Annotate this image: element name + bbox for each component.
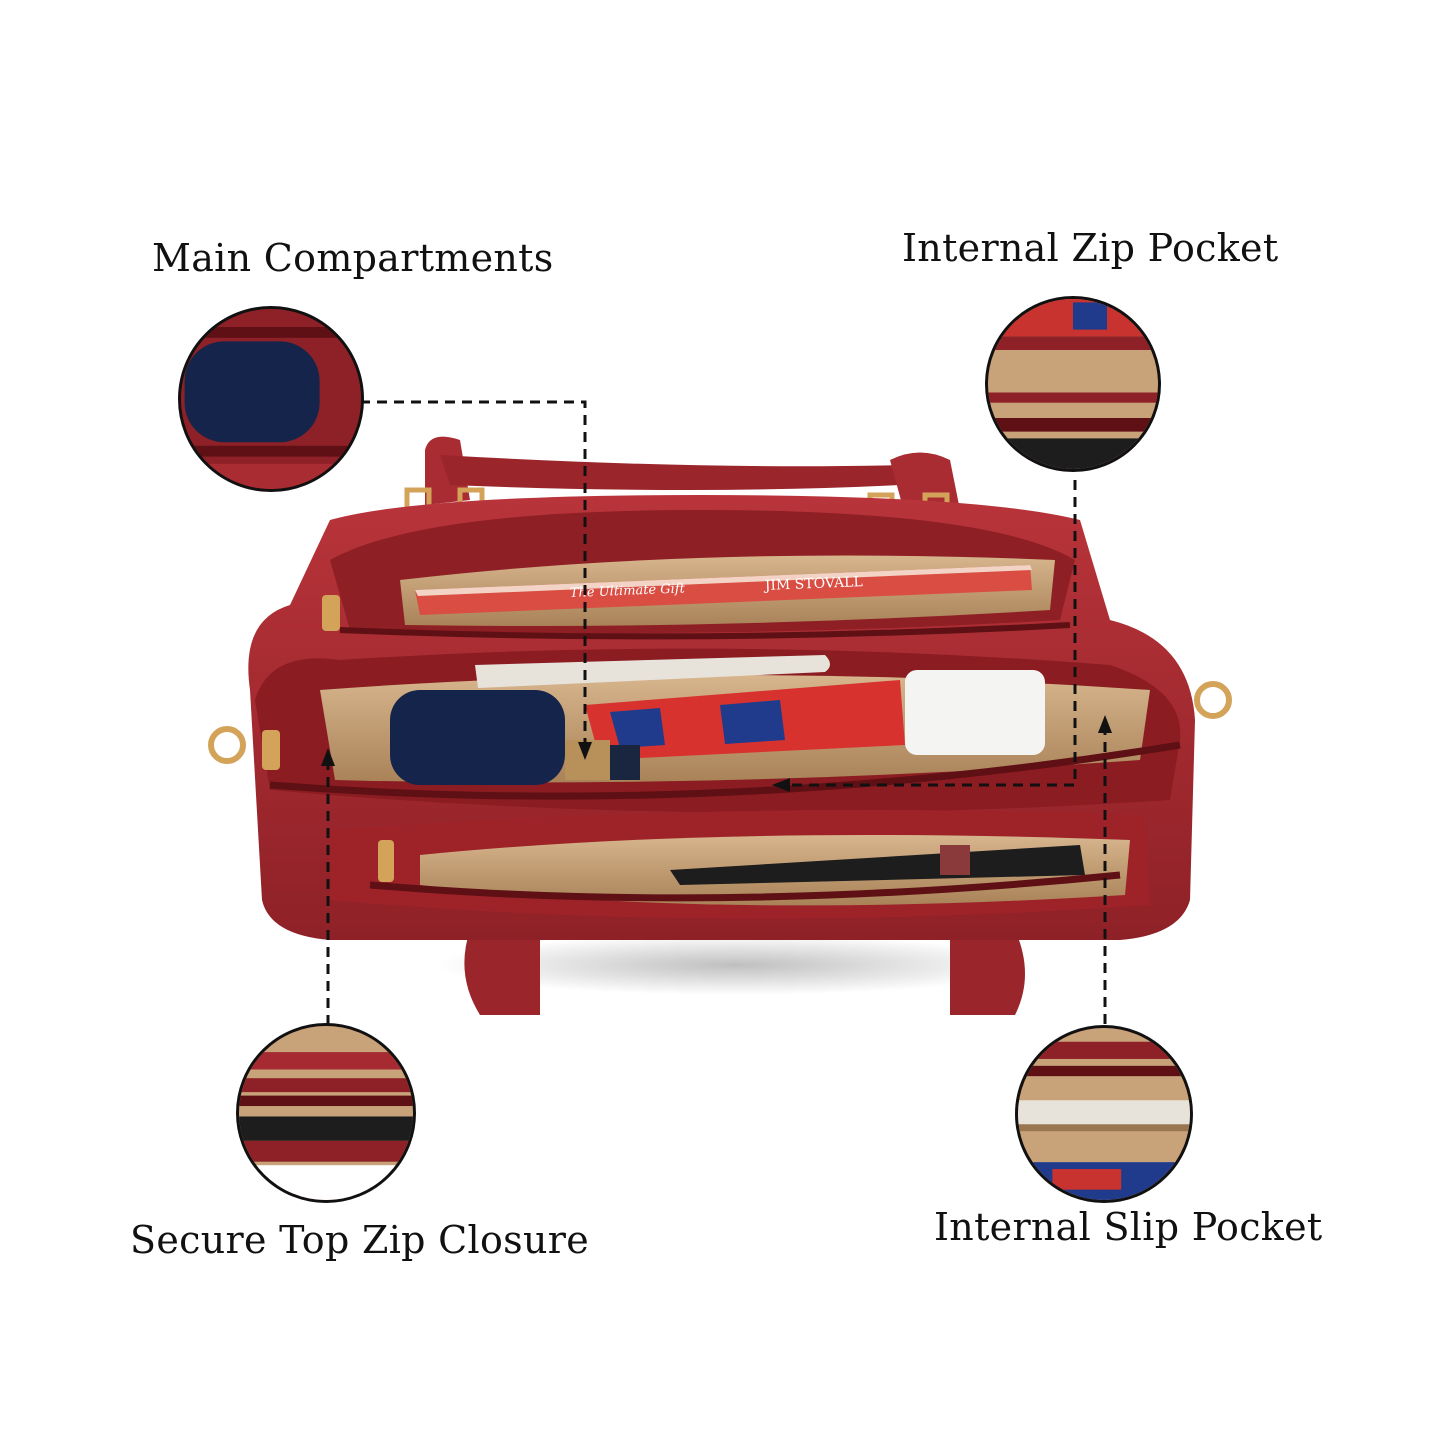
label-internal-zip-pocket: Internal Zip Pocket — [902, 226, 1279, 270]
label-secure-top-zip-closure: Secure Top Zip Closure — [130, 1218, 589, 1262]
arrow-slip — [1098, 715, 1112, 733]
label-internal-slip-pocket: Internal Slip Pocket — [934, 1205, 1323, 1249]
callout-internal-zip-pocket — [985, 296, 1161, 472]
arrow-zip — [772, 778, 790, 792]
book: The Ultimate Gift JIM STOVALL — [415, 565, 1032, 615]
callout-secure-top-zip-closure — [236, 1023, 416, 1203]
book-author: JIM STOVALL — [763, 574, 864, 594]
callout-main-compartments — [178, 306, 364, 492]
connector-lines — [326, 400, 1107, 1040]
arrow-heads — [321, 715, 1112, 792]
book-title: The Ultimate Gift — [570, 581, 686, 601]
arrow-top-zip — [321, 748, 335, 766]
label-main-compartments: Main Compartments — [152, 236, 554, 280]
arrow-main — [578, 742, 592, 760]
bottom-handles — [464, 930, 1025, 1015]
callout-internal-slip-pocket — [1015, 1025, 1193, 1203]
